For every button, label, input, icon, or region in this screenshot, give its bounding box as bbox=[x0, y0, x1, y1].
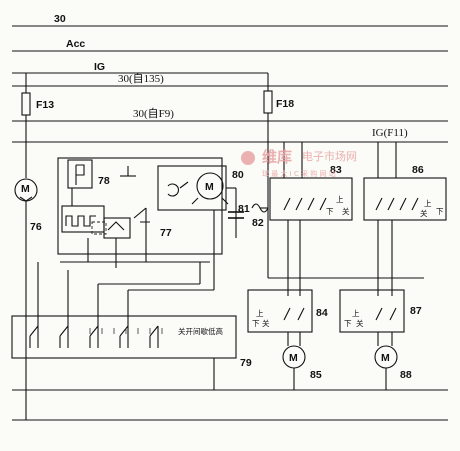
label-rail-ig: IG bbox=[94, 61, 105, 73]
label-81: 81 bbox=[238, 203, 250, 215]
switch-86-down: 下 bbox=[436, 207, 444, 216]
relay-78-coil bbox=[75, 164, 85, 185]
master-switch-86 bbox=[363, 177, 447, 221]
label-88: 88 bbox=[400, 369, 412, 381]
switch-86-contacts bbox=[375, 197, 419, 211]
label-80: 80 bbox=[232, 169, 244, 181]
label-rail-ig-f11: IG(F11) bbox=[372, 127, 408, 139]
label-76: 76 bbox=[30, 221, 42, 233]
relay-77-coil bbox=[91, 221, 107, 235]
switch-87-down: 下 bbox=[344, 319, 352, 328]
watermark-brand: 维库 bbox=[262, 148, 292, 166]
label-rail-30-from135: 30(自135) bbox=[118, 72, 164, 85]
switch-86-up: 上 bbox=[424, 199, 432, 208]
motor-80-brushes bbox=[191, 197, 229, 205]
motor-80-symbol: M bbox=[205, 181, 214, 193]
label-79: 79 bbox=[240, 357, 252, 369]
switch-86-off: 关 bbox=[420, 208, 428, 218]
motor-76-symbol: M bbox=[21, 183, 30, 195]
label-82: 82 bbox=[252, 217, 264, 229]
relay-77-switch bbox=[133, 207, 150, 242]
wiper-relay-frame bbox=[57, 157, 223, 255]
pulse-waveform-icon bbox=[65, 215, 96, 227]
switch-84-up: 上 bbox=[256, 309, 264, 318]
label-fuse-f18: F18 bbox=[276, 98, 294, 110]
label-84: 84 bbox=[316, 307, 328, 319]
wiper-motor-80 bbox=[196, 172, 224, 200]
watermark: 维库 电子市场网 球 最 大 I C 采 购 网 站 bbox=[241, 148, 357, 178]
switch-87-off: 关 bbox=[356, 318, 364, 328]
relay-77-contact bbox=[107, 221, 125, 231]
wiper-switch-79 bbox=[11, 315, 237, 359]
switch-84-contacts bbox=[283, 307, 305, 321]
motor-88-symbol: M bbox=[381, 352, 390, 364]
switch-84-off: 关 bbox=[262, 318, 270, 328]
label-85: 85 bbox=[310, 369, 322, 381]
label-77: 77 bbox=[160, 227, 172, 239]
fuse-f13 bbox=[21, 92, 31, 116]
motor-85-symbol: M bbox=[289, 352, 298, 364]
switch-87-up: 上 bbox=[352, 309, 360, 318]
master-switch-83 bbox=[269, 177, 353, 221]
switch-79-legend: 关开间歇低高 bbox=[178, 326, 223, 336]
label-78: 78 bbox=[98, 175, 110, 187]
door-switch-87 bbox=[339, 289, 405, 333]
label-rail-acc: Acc bbox=[66, 38, 85, 50]
switch-83-down: 下 bbox=[326, 207, 334, 216]
switch-83-up: 上 bbox=[336, 195, 344, 204]
watermark-logo-icon bbox=[241, 151, 255, 165]
switch-83-contacts bbox=[283, 197, 327, 211]
park-switch-cam bbox=[167, 181, 189, 197]
watermark-text: 电子市场网 bbox=[302, 149, 357, 163]
relay-78-box bbox=[67, 159, 93, 189]
label-87: 87 bbox=[410, 305, 422, 317]
fuse-f18 bbox=[263, 90, 273, 114]
window-feed-wires bbox=[283, 142, 397, 296]
switch-87-contacts bbox=[375, 307, 397, 321]
label-fuse-f13: F13 bbox=[36, 99, 54, 111]
label-rail-30-fromF9: 30(自F9) bbox=[133, 107, 174, 120]
timer-circuit-box bbox=[61, 205, 105, 233]
watermark-sub: 球 最 大 I C 采 购 网 站 bbox=[262, 169, 336, 178]
switch-79-position-ticks bbox=[89, 328, 163, 334]
switch-84-down: 下 bbox=[252, 319, 260, 328]
relay-77-box bbox=[103, 217, 131, 239]
label-rail-30: 30 bbox=[54, 13, 66, 25]
label-86: 86 bbox=[412, 164, 424, 176]
switch-83-off: 关 bbox=[342, 206, 350, 216]
door-switch-84 bbox=[247, 289, 313, 333]
switch-79-contacts bbox=[29, 325, 159, 348]
label-83: 83 bbox=[330, 164, 342, 176]
